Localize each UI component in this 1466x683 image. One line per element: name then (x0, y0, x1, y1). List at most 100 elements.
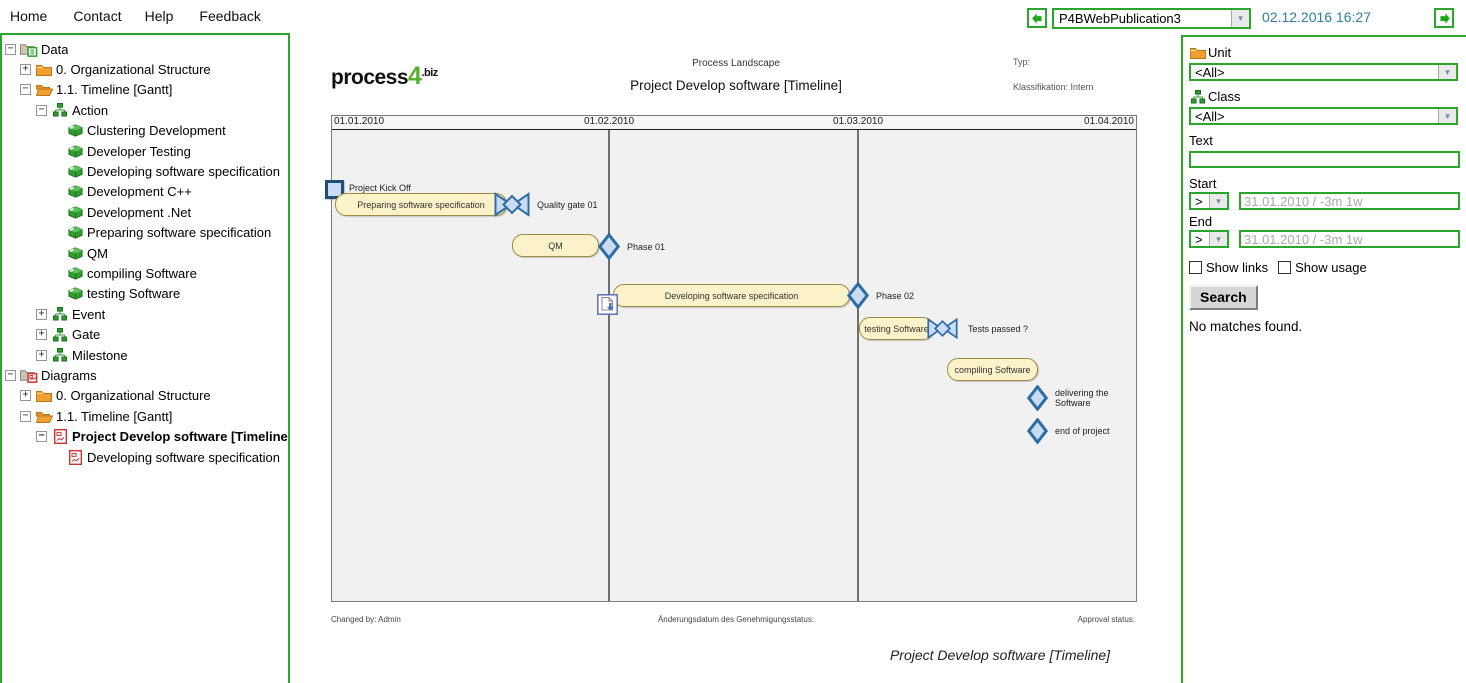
expand-icon[interactable]: + (36, 329, 47, 341)
tree-item-0-organizational-structure[interactable]: +0. Organizational Structure (2, 59, 288, 79)
class-icon (51, 348, 69, 362)
collapse-icon[interactable]: − (36, 104, 47, 116)
tree-item-label: Clustering Development (87, 123, 226, 139)
timeline-bar-developing-software-specification[interactable]: Developing software specification (613, 284, 850, 307)
tree-item-label: Milestone (72, 347, 128, 363)
object-icon (66, 246, 84, 261)
tree-item-0-organizational-structure[interactable]: +0. Organizational Structure (2, 386, 288, 406)
tree-item-gate[interactable]: + Gate (2, 324, 288, 344)
expand-icon[interactable]: + (20, 64, 31, 76)
unit-select-value: <All> (1195, 64, 1225, 80)
class-select[interactable]: <All> ▾ (1189, 107, 1458, 125)
tree-item-developing-software-specification[interactable]: Developing software specification (2, 161, 288, 181)
timeline-bar-compiling-software[interactable]: compiling Software (947, 358, 1038, 381)
search-button[interactable]: Search (1189, 285, 1258, 310)
shape-label-end-of-project: end of project (1055, 426, 1110, 436)
tree-item-label: Developer Testing (87, 143, 191, 159)
folder-icon (1189, 46, 1207, 59)
timeline-bar-qm[interactable]: QM (512, 234, 599, 257)
tree-item-project-develop-software-timeline[interactable]: −Project Develop software [Timeline] (2, 426, 288, 446)
object-icon (66, 266, 84, 281)
gate-shape-quality-gate-01[interactable] (494, 192, 530, 222)
subprocess-link-iconsubprocess[interactable] (597, 294, 618, 320)
tree-item-compiling-software[interactable]: compiling Software (2, 263, 288, 283)
tree-item-development-net[interactable]: Development .Net (2, 202, 288, 222)
tree-item-label: Development .Net (87, 204, 192, 220)
tree-item-label: Preparing software specification (87, 225, 272, 241)
milestone-diamond-end-of-project[interactable] (1026, 417, 1049, 449)
menu-item-contact[interactable]: Contact (73, 8, 122, 24)
tree-item-data[interactable]: −Data (2, 39, 288, 59)
tree-item-label: Gate (72, 327, 101, 343)
milestone-diamond-phase-01[interactable] (597, 232, 621, 265)
object-icon (66, 164, 84, 179)
expand-icon[interactable]: + (36, 308, 47, 320)
publication-forward-button[interactable] (1434, 8, 1454, 28)
text-filter-input[interactable] (1189, 151, 1460, 168)
object-icon (66, 286, 84, 301)
diagram-supertitle: Process Landscape (692, 58, 780, 69)
change-date-label: Änderungsdatum des Genehmigungsstatus: (657, 615, 815, 624)
logo-num: 4 (408, 62, 422, 90)
green-arrow-left-icon (1031, 12, 1042, 24)
tree-item-clustering-development[interactable]: Clustering Development (2, 121, 288, 141)
changed-by-label: Changed by: Admin (331, 615, 401, 624)
collapse-icon[interactable]: − (5, 369, 16, 381)
collapse-icon[interactable]: − (36, 431, 47, 443)
tree-item-label: 1.1. Timeline [Gantt] (56, 82, 173, 98)
tree-item-developing-software-specification[interactable]: Developing software specification (2, 447, 288, 467)
start-date-input[interactable] (1239, 192, 1460, 210)
milestone-diamond-delivering-the-software[interactable] (1026, 384, 1049, 416)
expand-icon[interactable]: + (36, 349, 47, 361)
chevron-down-icon: ▾ (1438, 109, 1456, 123)
end-operator-select[interactable]: > ▾ (1189, 230, 1229, 248)
menu-item-help[interactable]: Help (144, 8, 174, 24)
expand-icon[interactable]: + (20, 390, 31, 402)
green-arrow-right-icon (1439, 12, 1450, 24)
tree-item-label: testing Software (87, 286, 181, 302)
tree-item-development-c[interactable]: Development C++ (2, 182, 288, 202)
class-filter-label: Class (1189, 89, 1460, 104)
publication-select[interactable]: P4BWebPublication3 ▾ (1052, 8, 1251, 29)
tree-item-testing-software[interactable]: testing Software (2, 284, 288, 304)
collapse-icon[interactable]: − (20, 410, 31, 422)
unit-select[interactable]: <All> ▾ (1189, 63, 1458, 81)
tree-item-label: Development C++ (87, 184, 192, 200)
tree-item-label: Developing software specification (87, 164, 280, 180)
tree-item-qm[interactable]: QM (2, 243, 288, 263)
start-operator-select[interactable]: > ▾ (1189, 192, 1229, 210)
unit-filter-label: Unit (1189, 45, 1460, 60)
publication-back-button[interactable] (1027, 8, 1047, 28)
collapse-icon[interactable]: − (5, 43, 16, 55)
data-folder-icon (20, 42, 38, 57)
end-date-input[interactable] (1239, 230, 1460, 248)
month-label: 01.01.2010 (334, 116, 385, 127)
classification-label: Klassifikation: Intern (1013, 82, 1094, 92)
diagram-caption: Project Develop software [Timeline] (889, 647, 1111, 663)
end-filter-row: > ▾ (1189, 230, 1460, 248)
tree-item-1-1-timeline-gantt[interactable]: −1.1. Timeline [Gantt] (2, 406, 288, 426)
timeline-bar-preparing-software-specification[interactable]: Preparing software specification (335, 193, 507, 216)
search-result-text: No matches found. (1189, 319, 1303, 334)
show-usage-checkbox[interactable] (1278, 261, 1292, 274)
collapse-icon[interactable]: − (20, 84, 31, 96)
milestone-diamond-phase-02[interactable] (846, 281, 870, 314)
month-gridline (857, 130, 859, 601)
tree-item-preparing-software-specification[interactable]: Preparing software specification (2, 223, 288, 243)
tree-item-label: Diagrams (41, 367, 97, 383)
timeline-bar-testing-software[interactable]: testing Software (859, 317, 934, 340)
tree-item-1-1-timeline-gantt[interactable]: − 1.1. Timeline [Gantt] (2, 80, 288, 100)
gate-shape-tests-passed[interactable] (927, 317, 958, 344)
tree-item-milestone[interactable]: + Milestone (2, 345, 288, 365)
closed-folder-icon (35, 63, 53, 77)
tree-item-developer-testing[interactable]: Developer Testing (2, 141, 288, 161)
menu-item-feedback[interactable]: Feedback (199, 8, 261, 24)
tree-item-action[interactable]: −Action (2, 100, 288, 120)
tree-item-diagrams[interactable]: − Diagrams (2, 365, 288, 385)
menu-item-home[interactable]: Home (10, 8, 48, 24)
show-links-checkbox[interactable] (1189, 261, 1202, 274)
month-label: 01.02.2010 (583, 116, 635, 127)
tree-item-event[interactable]: +Event (2, 304, 288, 324)
tree-item-label: compiling Software (87, 265, 197, 281)
text-filter-label: Text (1189, 133, 1460, 148)
